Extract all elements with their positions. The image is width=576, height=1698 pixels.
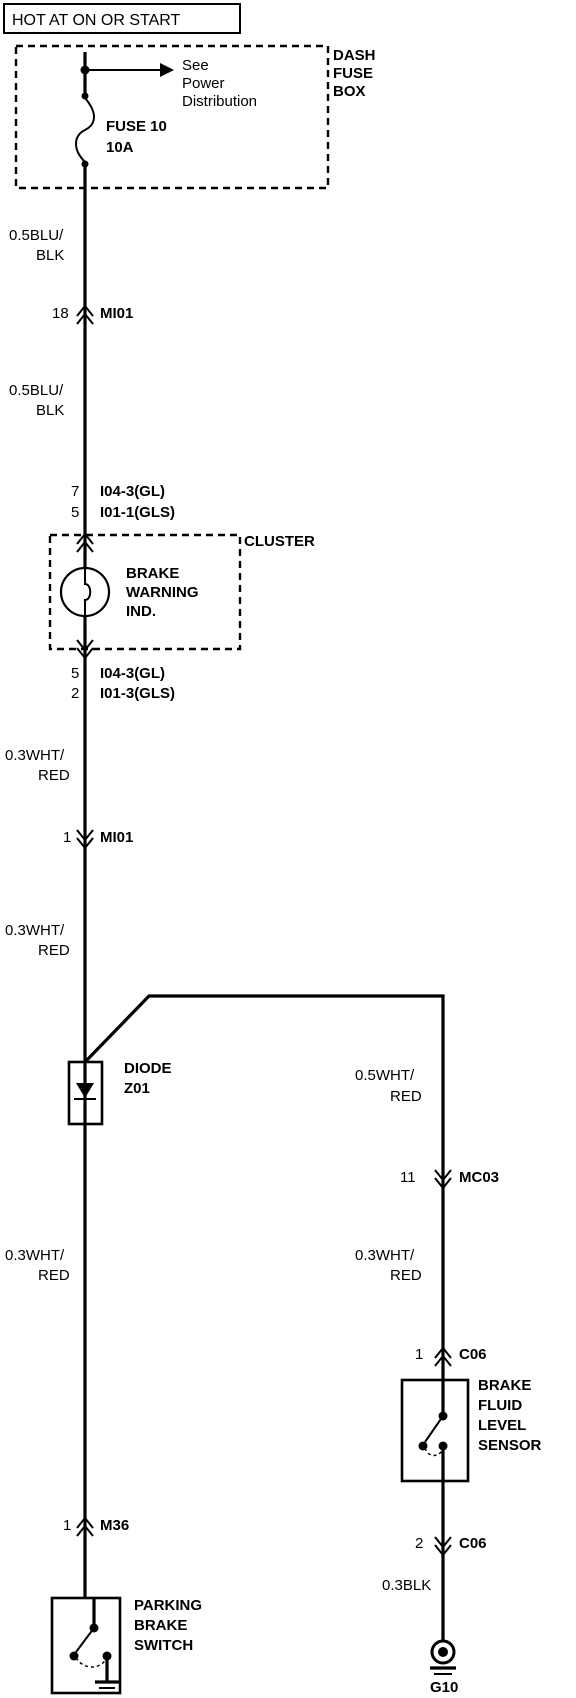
switch-label-1: PARKING	[134, 1597, 202, 1614]
dash-fuse-box: DASH FUSE BOX See Power Distribution FUS…	[14, 44, 376, 190]
connector-m36: 1 M36	[63, 1516, 129, 1537]
cluster-out-name-1: I04-3(GL)	[100, 665, 165, 682]
connector-name: C06	[459, 1346, 487, 1363]
sensor-label-1: BRAKE	[478, 1377, 531, 1394]
connector-c06-top: 1 C06	[415, 1346, 487, 1367]
connector-pin: 2	[415, 1535, 423, 1552]
brake-fluid-level-sensor: BRAKE FLUID LEVEL SENSOR	[400, 1377, 542, 1483]
wire-label-w1b: BLK	[36, 247, 64, 264]
branch-wire	[83, 994, 445, 1380]
diode-icon	[76, 1083, 94, 1098]
fuse-name: FUSE 10	[106, 118, 167, 135]
wire-label-w5a: 0.3WHT/	[5, 1247, 65, 1264]
cluster-in-pin-1: 7	[71, 483, 79, 500]
ground-label: G10	[430, 1679, 458, 1696]
see-line-2: Power	[182, 75, 225, 92]
connector-name: MI01	[100, 829, 133, 846]
sensor-label-3: LEVEL	[478, 1417, 526, 1434]
wire-label-w6a: 0.5WHT/	[355, 1067, 415, 1084]
wire-label-w4b: RED	[38, 942, 70, 959]
wire-label-w4a: 0.3WHT/	[5, 922, 65, 939]
connector-name: C06	[459, 1535, 487, 1552]
connector-pin: 11	[400, 1169, 416, 1186]
switch-icon	[75, 1627, 95, 1653]
parking-brake-switch: PARKING BRAKE SWITCH	[50, 1596, 202, 1695]
diode-z01: DIODE Z01	[67, 1060, 172, 1126]
connector-name: MI01	[100, 305, 133, 322]
connector-mi01-top: 18 MI01	[52, 304, 133, 325]
connector-pin: 18	[52, 305, 69, 322]
wire-label-w2a: 0.5BLU/	[9, 382, 64, 399]
wire-label-w6b: RED	[390, 1088, 422, 1105]
title-text: HOT AT ON OR START	[12, 12, 181, 29]
wire-label-w3b: RED	[38, 767, 70, 784]
fuse-icon	[75, 97, 95, 163]
switch-icon	[424, 1415, 444, 1443]
connector-pin: 1	[63, 829, 71, 846]
connector-name: M36	[100, 1517, 129, 1534]
cluster-in-pin-2: 5	[71, 504, 79, 521]
connector-pin: 1	[415, 1346, 423, 1363]
see-line-1: See	[182, 57, 209, 74]
wire-label-w5b: RED	[38, 1267, 70, 1284]
arrow-right-icon	[160, 63, 174, 77]
wire-label-w7b: RED	[390, 1267, 422, 1284]
sensor-label-2: FLUID	[478, 1397, 522, 1414]
cluster-box: CLUSTER BRAKE WARNING IND.	[48, 532, 315, 660]
connector-name: MC03	[459, 1169, 499, 1186]
connector-pin: 1	[63, 1517, 71, 1534]
cluster-out-name-2: I01-3(GLS)	[100, 685, 175, 702]
cluster-in-name-2: I01-1(GLS)	[100, 504, 175, 521]
diode-label-2: Z01	[124, 1080, 150, 1097]
wire-label-w2b: BLK	[36, 402, 64, 419]
wire-label-w7a: 0.3WHT/	[355, 1247, 415, 1264]
indicator-line-2: WARNING	[126, 584, 199, 601]
diode-label-1: DIODE	[124, 1060, 172, 1077]
connector-mc03: 11 MC03	[400, 1169, 499, 1190]
see-line-3: Distribution	[182, 93, 257, 110]
cluster-label: CLUSTER	[244, 533, 315, 550]
sensor-label-4: SENSOR	[478, 1437, 542, 1454]
fuse-box-label-2: FUSE	[333, 65, 373, 82]
switch-label-2: BRAKE	[134, 1617, 187, 1634]
cluster-out-pin-1: 5	[71, 665, 79, 682]
ground-g10: G10	[430, 1639, 458, 1696]
fuse-box-label-3: BOX	[333, 83, 366, 100]
title-box: HOT AT ON OR START	[3, 3, 241, 34]
cluster-in-name-1: I04-3(GL)	[100, 483, 165, 500]
wire-label-w3a: 0.3WHT/	[5, 747, 65, 764]
switch-label-3: SWITCH	[134, 1637, 193, 1654]
wire-label-w8: 0.3BLK	[382, 1577, 431, 1594]
indicator-line-1: BRAKE	[126, 565, 179, 582]
cluster-out-pin-2: 2	[71, 685, 79, 702]
connector-mi01-bottom: 1 MI01	[63, 829, 133, 850]
wire-label-w1a: 0.5BLU/	[9, 227, 64, 244]
fuse-box-label-1: DASH	[333, 47, 376, 64]
connector-c06-bottom: 2 C06	[415, 1535, 487, 1557]
fuse-rating: 10A	[106, 139, 134, 156]
indicator-line-3: IND.	[126, 603, 156, 620]
